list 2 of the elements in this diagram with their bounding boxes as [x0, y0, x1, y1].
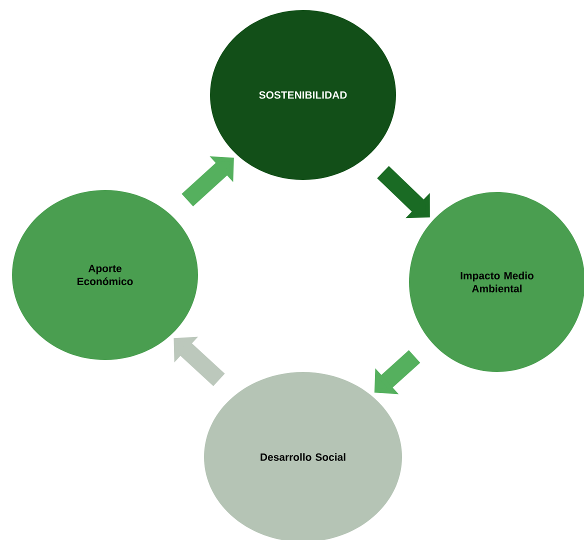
block-arrow: [374, 350, 420, 394]
block-arrow: [182, 156, 234, 206]
